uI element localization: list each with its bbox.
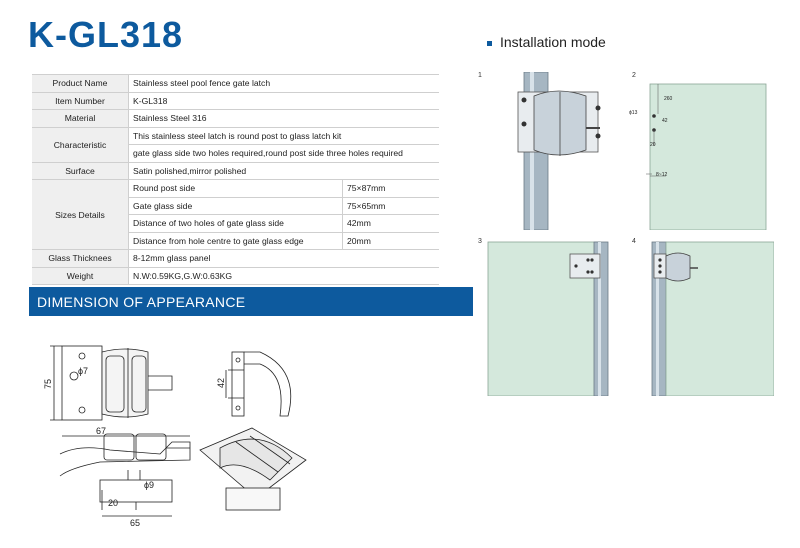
size-name: Round post side <box>128 179 343 198</box>
row-label: Surface <box>32 162 129 180</box>
panel-number: 2 <box>632 72 636 79</box>
table-row: Weight N.W:0.59KG,G.W:0.63KG <box>32 267 439 285</box>
table-row: Distance of two holes of gate glass side… <box>32 214 439 233</box>
spec-table: Product Name Stainless steel pool fence … <box>32 74 439 285</box>
installation-mode-heading: Installation mode <box>487 34 606 50</box>
dim-spacing-label: 42 <box>216 378 226 388</box>
size-name: Distance of two holes of gate glass side <box>128 214 343 233</box>
table-row: Distance from hole centre to gate glass … <box>32 232 439 250</box>
row-value: Stainless steel pool fence gate latch <box>128 74 439 93</box>
dimension-heading-bar: DIMENSION OF APPEARANCE <box>29 287 473 316</box>
row-label: Material <box>32 109 129 128</box>
dim-thickness: 8~12 <box>656 172 668 178</box>
dim-42: 42 <box>662 118 668 124</box>
size-value: 42mm <box>342 214 439 233</box>
size-value: 75×65mm <box>342 197 439 215</box>
row-value: This stainless steel latch is round post… <box>128 127 439 145</box>
row-label: Weight <box>32 267 129 285</box>
table-row: Product Name Stainless steel pool fence … <box>32 74 439 93</box>
panel-number: 1 <box>478 72 482 79</box>
install-panel-3: 3 <box>478 238 624 397</box>
row-value: Stainless Steel 316 <box>128 109 439 128</box>
install-panel-1: 1 <box>478 71 624 231</box>
table-row: Item Number K-GL318 <box>32 92 439 110</box>
row-label: Glass Thicknees <box>32 249 129 268</box>
dim-length-label: 67 <box>96 426 106 436</box>
table-row: Characteristic This stainless steel latc… <box>32 127 439 163</box>
size-value: 75×87mm <box>342 179 439 198</box>
row-value: N.W:0.59KG,G.W:0.63KG <box>128 267 439 285</box>
dim-width-label: 65 <box>130 518 140 528</box>
post-with-latch-view <box>487 241 609 397</box>
row-value: Satin polished,mirror polished <box>128 162 439 180</box>
dim-height-label: 75 <box>43 379 53 389</box>
installation-mode-label: Installation mode <box>500 34 606 50</box>
panel-number: 4 <box>632 238 636 245</box>
table-row: Sizes Details Round post side 75×87mm <box>32 179 439 250</box>
dimension-heading: DIMENSION OF APPEARANCE <box>37 294 246 310</box>
glass-hole-layout <box>646 83 767 231</box>
size-value: 20mm <box>342 232 439 250</box>
table-row: Gate glass side 75×65mm <box>32 197 439 215</box>
post-glass-top-view <box>517 71 601 231</box>
product-title: K-GL318 <box>28 14 184 55</box>
bullet-icon <box>487 40 492 46</box>
table-row: Surface Satin polished,mirror polished <box>32 162 439 180</box>
row-value: 8-12mm glass panel <box>128 249 439 268</box>
dim-offset-label: 20 <box>108 498 118 508</box>
row-value: gate glass side two holes required,round… <box>128 144 439 163</box>
size-name: Distance from hole centre to gate glass … <box>128 232 343 250</box>
dim-260: 260 <box>664 96 673 102</box>
row-label: Sizes Details <box>32 179 129 250</box>
installed-latch-view <box>651 241 775 397</box>
install-panel-2: 2 260 ϕ13 42 20 8~12 <box>628 72 774 231</box>
row-label: Characteristic <box>32 127 129 163</box>
dim-hole: ϕ13 <box>629 110 638 116</box>
dimension-drawing: 75 ϕ7 42 67 ϕ9 20 65 <box>43 345 307 528</box>
dim-20: 20 <box>650 142 656 148</box>
row-label: Product Name <box>32 74 129 93</box>
row-value: K-GL318 <box>128 92 439 110</box>
panel-number: 3 <box>478 238 482 245</box>
install-panel-4: 4 <box>628 238 775 397</box>
row-label: Item Number <box>32 92 129 110</box>
size-name: Gate glass side <box>128 197 343 215</box>
dim-post-label: ϕ9 <box>144 480 154 490</box>
table-row: Material Stainless Steel 316 <box>32 109 439 128</box>
table-row: Glass Thicknees 8-12mm glass panel <box>32 249 439 268</box>
table-row: gate glass side two holes required,round… <box>32 144 439 163</box>
dim-hole-label: ϕ7 <box>78 366 88 376</box>
